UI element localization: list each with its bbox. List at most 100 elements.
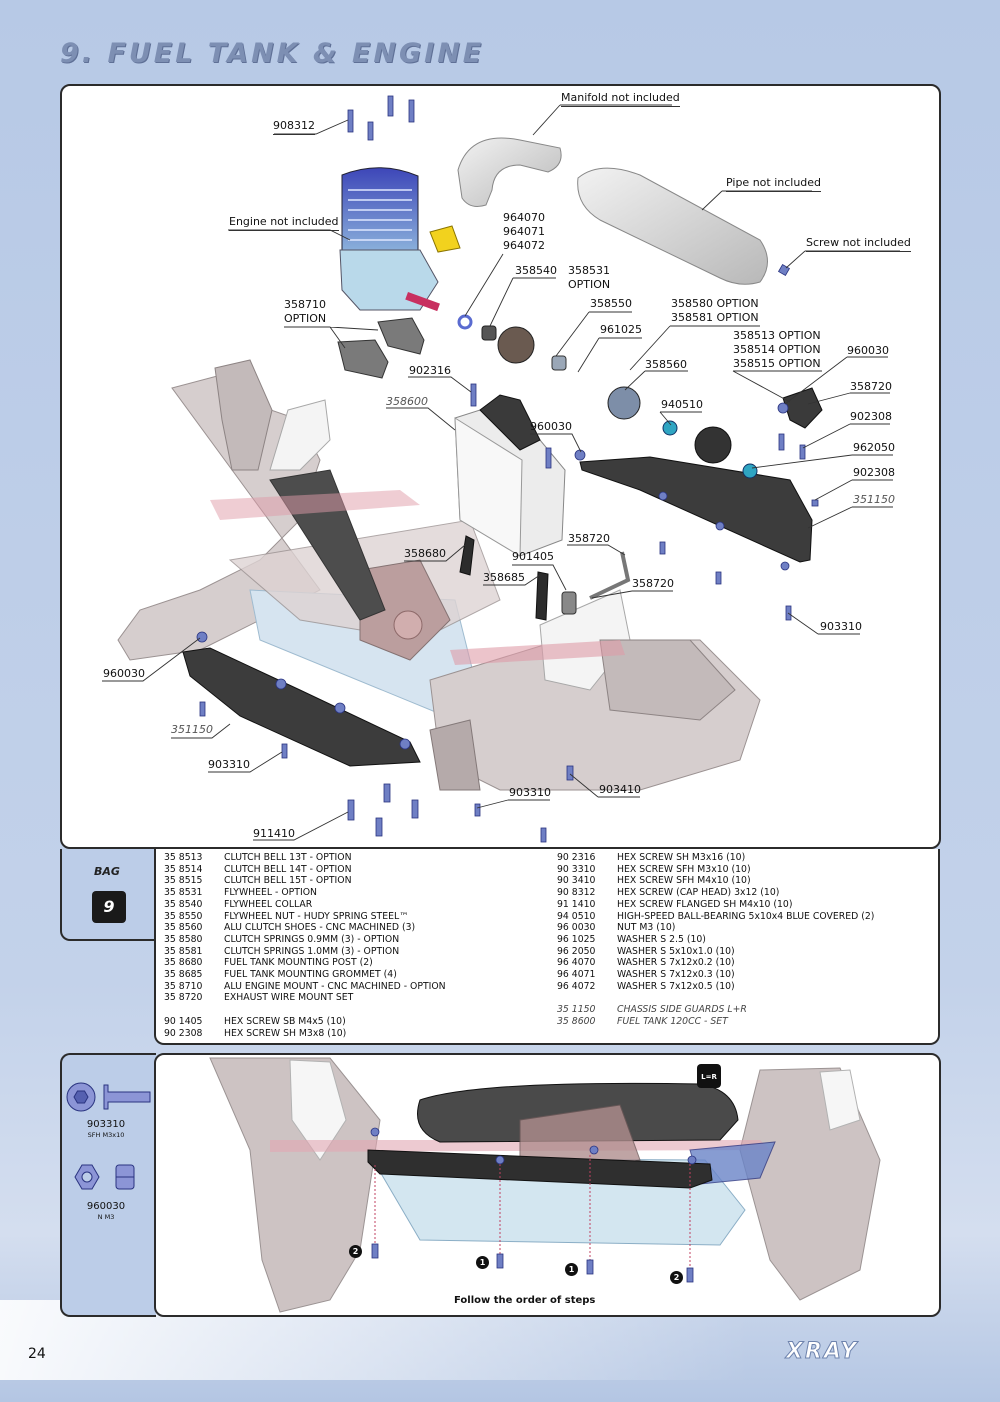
callout-940510: 940510 (661, 398, 703, 411)
clutch-shoes (607, 386, 641, 420)
step-instruction: Follow the order of steps (454, 1295, 596, 1306)
callout-358580: 358580 OPTION (671, 297, 759, 310)
engine-mount-right (377, 317, 425, 355)
callout-358515: 358515 OPTION (733, 357, 821, 370)
side-guard-right (579, 456, 813, 563)
callout-manifold: Manifold not included (561, 91, 680, 107)
callout-358685: 358685 (483, 571, 525, 584)
callout-964071: 964071 (503, 225, 545, 238)
fuel-tank (454, 394, 566, 557)
callout-961025: 961025 (600, 323, 642, 336)
bag-number: 9 (92, 891, 126, 923)
parts-list-box (154, 849, 940, 1045)
tank-post (459, 535, 475, 576)
screws (199, 95, 819, 843)
callout-screw: Screw not included (806, 236, 911, 252)
step-marker: 1 (476, 1256, 489, 1269)
callout-358581: 358581 OPTION (671, 311, 759, 324)
callout-358531: 358531 (568, 264, 610, 277)
page-title: 9. FUEL TANK & ENGINE (60, 38, 485, 69)
callout-358600: 358600 (386, 395, 428, 408)
chassis-drawing (117, 359, 761, 791)
callout-902316: 902316 (409, 364, 451, 377)
tank-post-2 (535, 571, 549, 621)
callout-903310-left: 903310 (208, 758, 250, 771)
bearing-940510 (662, 420, 678, 436)
callout-960030-top: 960030 (847, 344, 889, 357)
callout-358550: 358550 (590, 297, 632, 310)
clutch-bell (694, 426, 732, 464)
callout-358720-mid: 358720 (568, 532, 610, 545)
xray-logo: XRAY (785, 1339, 859, 1365)
callout-911410: 911410 (253, 827, 295, 840)
callout-358720-top: 358720 (850, 380, 892, 393)
side-guard-left (182, 647, 421, 767)
left-right-same-icon: L=R (697, 1064, 721, 1088)
callout-962050: 962050 (853, 441, 895, 454)
flywheel-collar (481, 325, 497, 341)
callout-903310-right: 903310 (820, 620, 862, 633)
step-marker: 1 (565, 1263, 578, 1276)
exhaust-wire (589, 551, 631, 600)
engine-mount-left (337, 339, 389, 379)
bag-label: BAG (94, 865, 120, 878)
callout-903410: 903410 (599, 783, 641, 796)
callout-358710-option: OPTION (284, 312, 327, 325)
flywheel (497, 326, 535, 364)
bag-tab: BAG 9 (60, 849, 156, 941)
page-number: 24 (28, 1346, 46, 1362)
exhaust-mount-post (561, 591, 577, 615)
callout-358720-bottom: 358720 (632, 577, 674, 590)
callout-902308-top: 902308 (850, 410, 892, 423)
callout-908312: 908312 (273, 119, 315, 135)
callout-358680: 358680 (404, 547, 446, 560)
exhaust-pipe (577, 167, 768, 285)
callout-964072: 964072 (503, 239, 545, 252)
callout-358710: 358710 (284, 298, 326, 311)
nuts (196, 402, 790, 750)
callout-pipe: Pipe not included (726, 176, 822, 192)
callout-358513: 358513 OPTION (733, 329, 821, 342)
engine (339, 167, 461, 312)
callout-351150-right: 351150 (853, 493, 895, 506)
callout-358560: 358560 (645, 358, 687, 371)
step-marker: 2 (670, 1271, 683, 1284)
callout-901405: 901405 (512, 550, 554, 563)
callout-358540: 358540 (515, 264, 557, 277)
callout-960030-mid: 960030 (530, 420, 572, 433)
callout-351150-left: 351150 (171, 723, 213, 736)
manifold (457, 137, 562, 207)
